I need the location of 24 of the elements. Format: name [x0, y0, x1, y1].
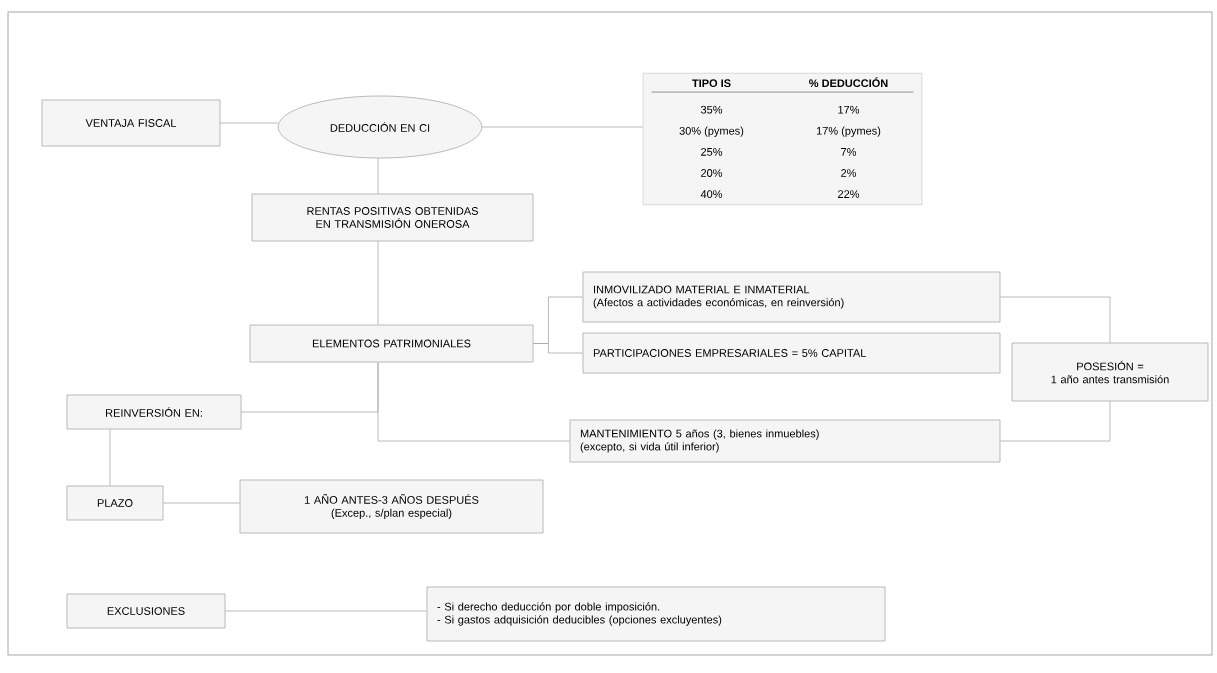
- concept-box: PLAZO: [66, 485, 164, 521]
- rate-table: TIPO IS % DEDUCCIÓN 35% 17% 30% (pymes) 17% (pymes) 25% 7% 20% 2% 40% 22%: [642, 73, 923, 205]
- concept-box: VENTAJA FISCAL: [41, 99, 221, 147]
- connector-line: [1000, 401, 1111, 442]
- connector-line: [225, 610, 427, 612]
- concept-box: POSESIÓN = 1 año antes transmisión: [1011, 342, 1209, 402]
- concept-box: PARTICIPACIONES EMPRESARIALES = 5% CAPITAL: [582, 332, 1001, 374]
- concept-box: 1 AÑO ANTES-3 AÑOS DESPUÉS (Excep., s/plan especial): [239, 479, 544, 534]
- concept-box: INMOVILIZADO MATERIAL E INMATERIAL (Afectos a actividades económicas, en reinversión): [582, 271, 1001, 323]
- concept-box: RENTAS POSITIVAS OBTENIDAS EN TRANSMISIÓN ONEROSA: [251, 193, 534, 242]
- connector-line: [377, 158, 379, 194]
- concept-box: - Si derecho deducción por doble imposición. - Si gastos adquisición deducibles (opciones excluyentes): [426, 586, 886, 642]
- connector-line: [481, 126, 644, 128]
- connector-line: [109, 429, 111, 486]
- concept-box: MANTENIMIENTO 5 años (3, bienes inmuebles) (excepto, si vida útil inferior): [569, 419, 1001, 463]
- concept-box: REINVERSIÓN EN:: [66, 394, 242, 430]
- concept-box: EXCLUSIONES: [66, 593, 226, 629]
- connector-line: [241, 362, 379, 413]
- connector-line: [533, 343, 583, 354]
- connector-line: [163, 502, 240, 504]
- connector-line: [1000, 296, 1111, 343]
- connector-line: [220, 122, 279, 124]
- concept-box: ELEMENTOS PATRIMONIALES: [249, 324, 534, 363]
- connector-line: [377, 241, 379, 325]
